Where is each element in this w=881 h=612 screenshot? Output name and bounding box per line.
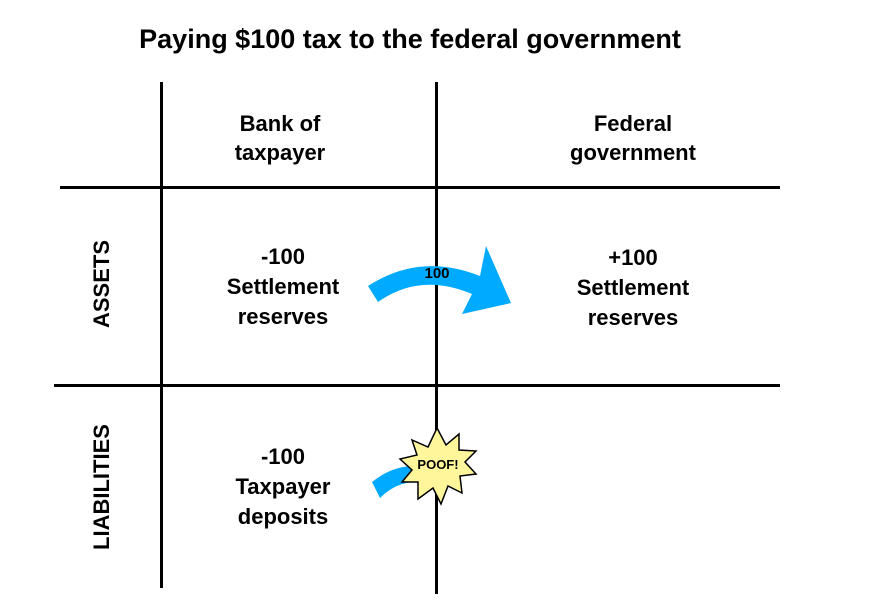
transfer-arrow-label: 100	[424, 265, 449, 282]
poof-label: POOF!	[417, 457, 458, 472]
vertical-divider-left	[160, 82, 163, 588]
column-header-bank: Bank of taxpayer	[234, 111, 326, 165]
vertical-divider-right	[435, 82, 438, 594]
cell-bank-liabilities: -100 Taxpayer deposits	[235, 444, 331, 529]
transfer-arrow: 100	[368, 246, 511, 314]
deposit-arrow-stub	[372, 466, 416, 498]
diagram-title: Paying $100 tax to the federal governmen…	[139, 24, 681, 54]
horizontal-divider-bottom	[54, 384, 780, 387]
poof-burst: POOF!	[398, 426, 478, 506]
cell-bank-assets: -100 Settlement reserves	[226, 244, 340, 329]
poof-starburst-shape	[398, 426, 478, 506]
cell-government-assets: +100 Settlement reserves	[576, 245, 690, 330]
horizontal-divider-top	[60, 186, 780, 189]
column-header-government: Federal government	[570, 111, 696, 165]
